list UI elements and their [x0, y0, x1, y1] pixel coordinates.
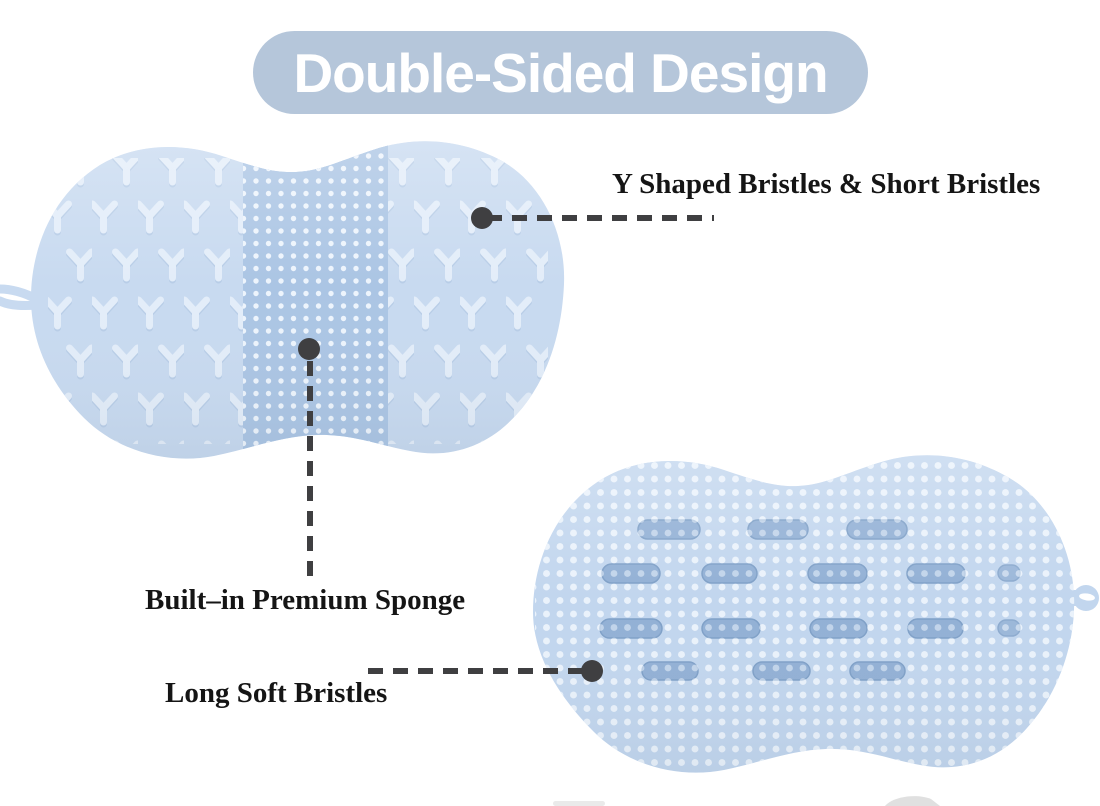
leader-dot-sponge: [298, 338, 320, 360]
scrubber-bristle-side: [533, 455, 1099, 773]
title-banner: Double-Sided Design: [253, 31, 868, 114]
pad-sheen: [533, 455, 1075, 773]
scrubber-textured-side: [0, 141, 565, 459]
leader-dot-y-bristles: [471, 207, 493, 229]
leader-dot-long-bristles: [581, 660, 603, 682]
callout-built-in-sponge: Built–in Premium Sponge: [145, 584, 466, 616]
callout-leaders: [298, 207, 714, 682]
pad-sheen: [31, 141, 565, 459]
callout-y-shaped-bristles: Y Shaped Bristles & Short Bristles: [612, 168, 1041, 200]
cropped-bottom-fragments: [553, 796, 940, 806]
title-text: Double-Sided Design: [293, 41, 828, 104]
callout-long-soft-bristles: Long Soft Bristles: [165, 677, 388, 709]
